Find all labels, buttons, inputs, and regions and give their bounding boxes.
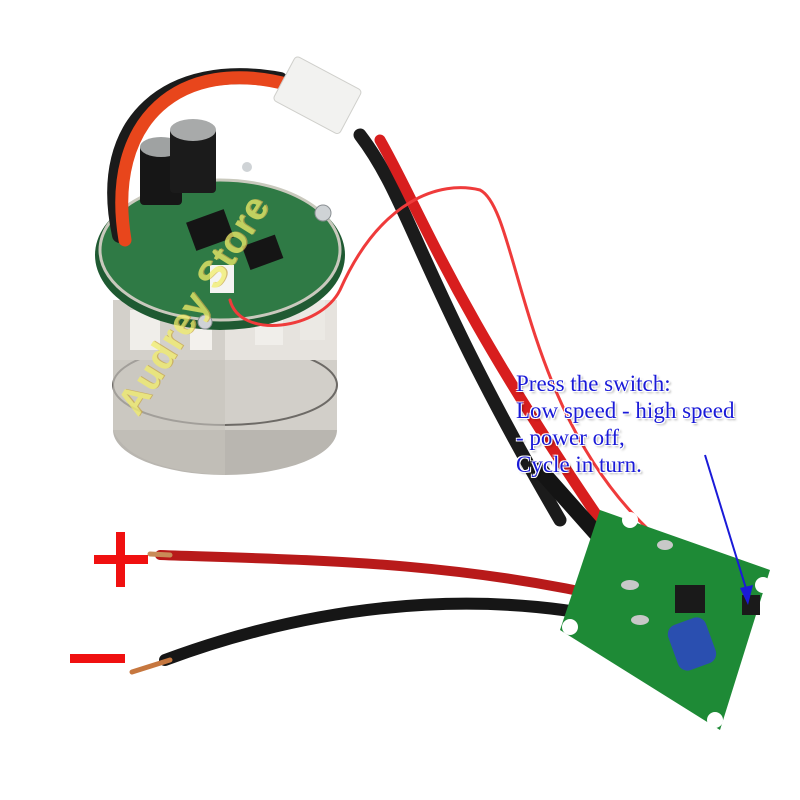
instruction-line-4: Cycle in turn.	[516, 452, 642, 477]
instruction-line-2: Low speed - high speed	[516, 398, 735, 423]
instruction-line-1: Press the switch:	[516, 371, 671, 396]
positive-sign-icon-vertical	[116, 532, 125, 587]
push-button-switch	[742, 595, 760, 615]
motor-wires	[107, 68, 662, 568]
annotation-arrow	[704, 454, 753, 605]
motor-driver-pcb	[95, 119, 345, 330]
speed-switch-board	[560, 510, 771, 730]
white-connector	[273, 56, 362, 135]
power-input-wires	[129, 550, 626, 675]
instruction-line-3: - power off,	[516, 425, 625, 450]
switch-instructions: Press the switch: Low speed - high speed…	[516, 370, 734, 478]
negative-sign-icon	[70, 654, 125, 663]
